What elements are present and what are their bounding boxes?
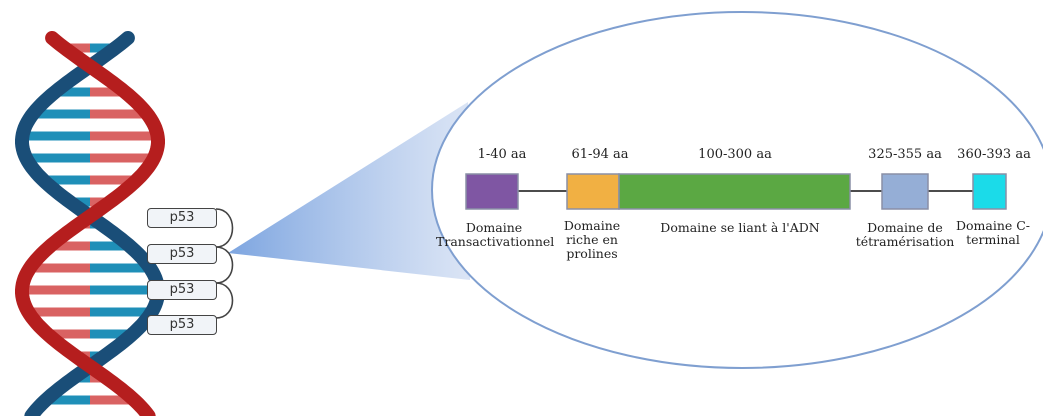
p53-label: p53 <box>147 244 217 264</box>
domain-box-proline <box>566 173 620 210</box>
range-c-terminal: 360-393 aa <box>957 147 1031 162</box>
range-dna-binding: 100-300 aa <box>698 147 772 162</box>
dna-strand-blue <box>15 31 165 416</box>
dna-strand-red <box>15 31 165 416</box>
p53-label: p53 <box>147 208 217 228</box>
label-c-terminal: Domaine C-terminal <box>955 218 1031 247</box>
domain-box-tetramerization <box>881 173 929 210</box>
range-proline: 61-94 aa <box>571 147 629 162</box>
label-dna-binding: Domaine se liant à l'ADN <box>660 220 820 235</box>
tetramer-links <box>215 208 234 319</box>
p53-label: p53 <box>147 315 217 335</box>
domain-box-transactivation <box>465 173 519 210</box>
domain-map <box>465 173 1007 210</box>
zoom-cone <box>228 102 470 280</box>
range-transactivation: 1-40 aa <box>477 147 527 162</box>
dna-double-helix <box>15 31 165 416</box>
domain-box-dna-binding <box>618 173 851 210</box>
p53-label: p53 <box>147 280 217 300</box>
range-tetramerization: 325-355 aa <box>868 147 942 162</box>
domain-box-c-terminal <box>972 173 1007 210</box>
